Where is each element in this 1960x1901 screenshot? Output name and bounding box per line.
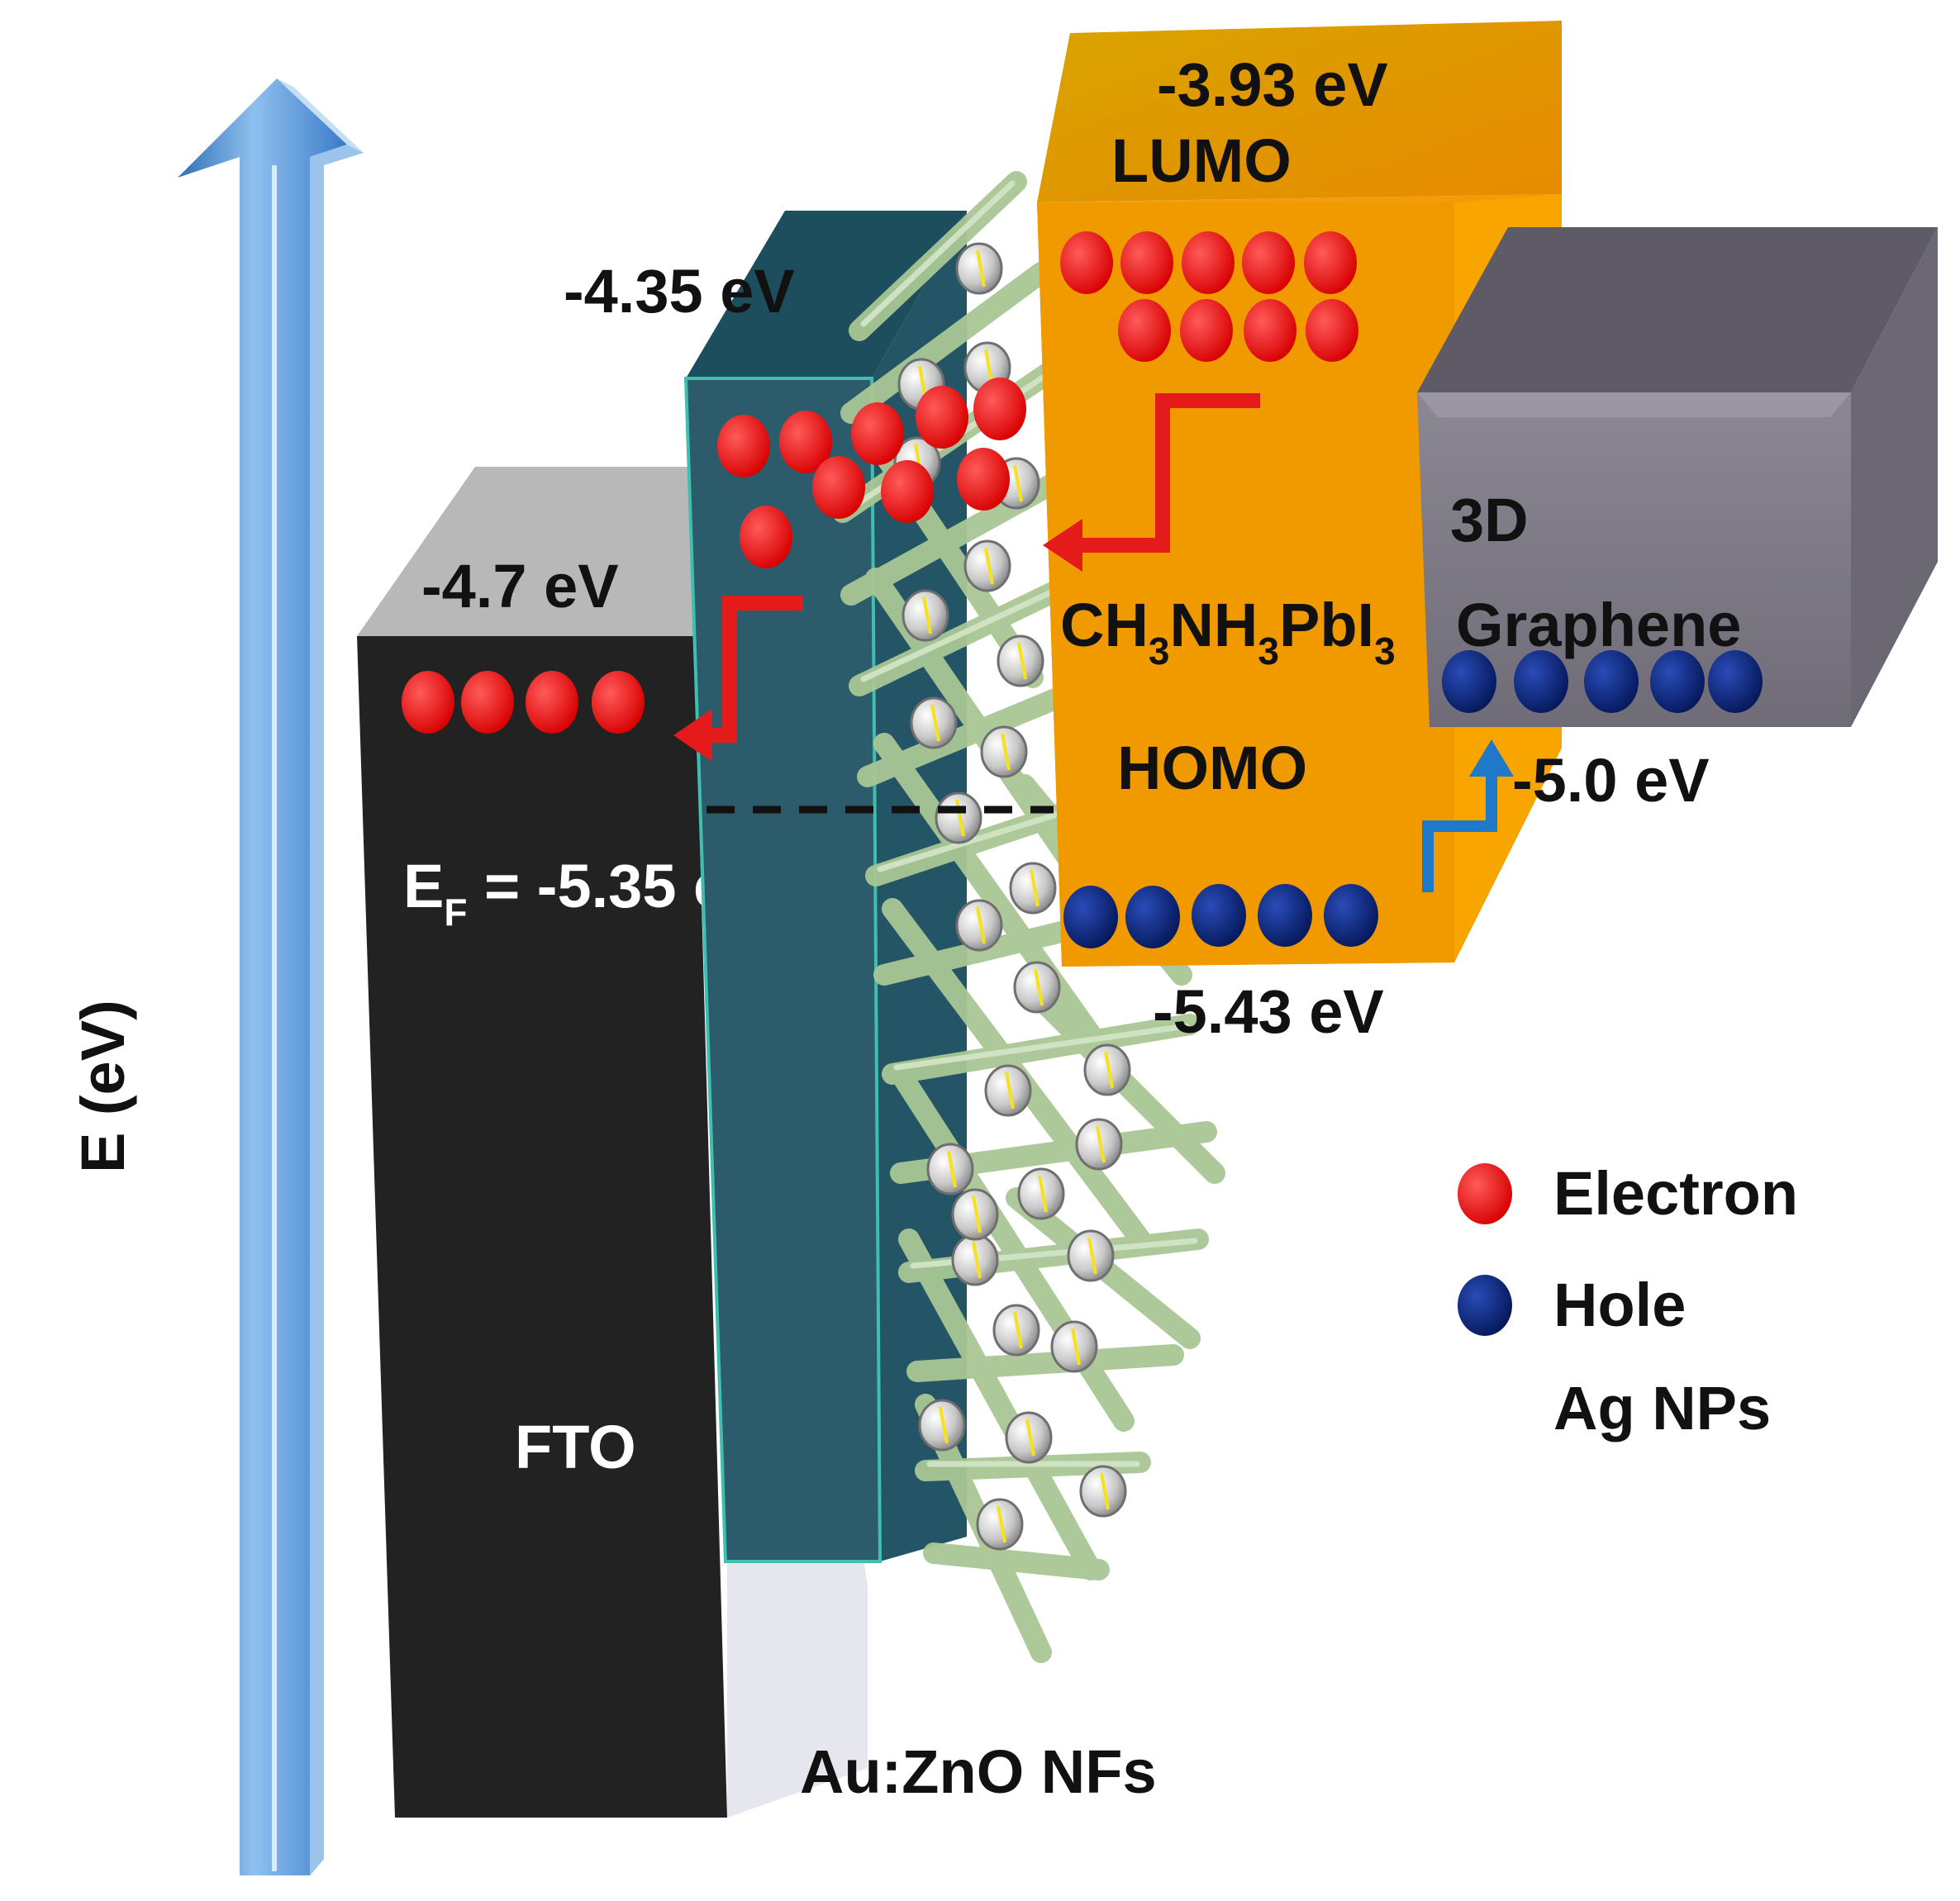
electron (592, 671, 645, 734)
electron (402, 671, 454, 734)
hole (1192, 884, 1246, 947)
legend-electron-swatch (1458, 1163, 1512, 1224)
ag-np-highlight (922, 596, 932, 634)
ag-np-highlight (984, 547, 994, 585)
electron (851, 402, 904, 465)
electron (881, 460, 934, 523)
electrons (402, 231, 1358, 734)
fto-level-label: -4.7 eV (421, 552, 619, 620)
electron-transfer-arrow-perovskite-to-azo (1043, 393, 1260, 572)
ag-np-highlight (1025, 1419, 1035, 1457)
hole (1442, 650, 1496, 713)
ag-np-highlight (1096, 1125, 1106, 1163)
lumo-label: LUMO (1111, 126, 1292, 195)
hole (1258, 884, 1312, 947)
ag-np-highlight (1030, 869, 1039, 907)
electron (973, 378, 1026, 440)
perovskite-formula: CH3NH3PbI3 (1060, 591, 1396, 672)
graphene-label: Graphene (1456, 591, 1741, 659)
graphene-layer (1417, 227, 1938, 727)
ag-np-highlight (1001, 733, 1011, 771)
azo-label: Au:ZnO NFs (800, 1737, 1157, 1806)
graphene-level-label: -5.0 eV (1512, 746, 1710, 815)
legend-hole-swatch (1458, 1275, 1512, 1336)
hole-transfer-arrow-perovskite-to-graphene (1422, 739, 1514, 892)
electron (1118, 299, 1171, 362)
electron (916, 386, 968, 449)
ag-np-highlight (976, 906, 986, 944)
ag-np-highlight (1005, 1072, 1015, 1110)
electron (526, 671, 578, 734)
legend: Electron Hole Ag NPs (1458, 1159, 1798, 1442)
ag-np-highlight (1087, 1237, 1097, 1275)
electron (812, 456, 865, 519)
legend-hole-label: Hole (1553, 1271, 1686, 1339)
ag-np-highlight (1038, 1175, 1048, 1213)
ag-np-highlight (1013, 1311, 1023, 1349)
electron (740, 506, 792, 568)
legend-electron-label: Electron (1553, 1159, 1798, 1228)
azo-level-label: -4.35 eV (564, 257, 795, 326)
electron (717, 415, 770, 478)
ag-np-highlight (1017, 642, 1027, 680)
ag-np-highlight (976, 250, 986, 288)
hole (1514, 650, 1568, 713)
energy-axis-label: E (eV) (69, 1000, 137, 1173)
homo-label: HOMO (1117, 734, 1307, 802)
ag-np-highlight (972, 1195, 982, 1233)
electron (779, 411, 832, 473)
fto-label: FTO (515, 1413, 636, 1481)
ag-np-highlight (972, 1241, 982, 1279)
hole (1708, 650, 1763, 713)
hole (1324, 884, 1378, 947)
electron (1306, 299, 1358, 362)
ag-np-highlight (947, 1150, 957, 1188)
ag-np-highlight (997, 1505, 1006, 1543)
electron (1060, 231, 1113, 294)
hole (1125, 886, 1180, 948)
ag-np-highlight (1071, 1328, 1081, 1366)
electron (1180, 299, 1233, 362)
ag-np-highlight (1104, 1051, 1114, 1089)
ag-np-highlight (939, 1406, 949, 1444)
ag-np-highlight (955, 799, 965, 837)
electron (957, 448, 1010, 511)
electron-transfer-arrow-azo-to-fto (673, 596, 803, 762)
electron (1120, 231, 1173, 294)
ag-np-highlight (1100, 1472, 1110, 1510)
energy-axis-arrow (178, 78, 364, 1875)
electron (1304, 231, 1357, 294)
electron (1244, 299, 1296, 362)
ag-np-highlight (1013, 464, 1023, 502)
ag-np-highlight (930, 704, 940, 742)
homo-level-label: -5.43 eV (1153, 977, 1384, 1046)
electron (461, 671, 514, 734)
legend-ag-label: Ag NPs (1553, 1374, 1771, 1442)
holes (1063, 650, 1763, 948)
hole (1584, 650, 1639, 713)
electron (1182, 231, 1235, 294)
ag-np-highlight (1034, 968, 1044, 1006)
lumo-level-label: -3.93 eV (1157, 50, 1388, 119)
hole (1063, 886, 1118, 948)
graphene-label-3d: 3D (1450, 486, 1529, 554)
electron (1242, 231, 1295, 294)
hole (1650, 650, 1705, 713)
